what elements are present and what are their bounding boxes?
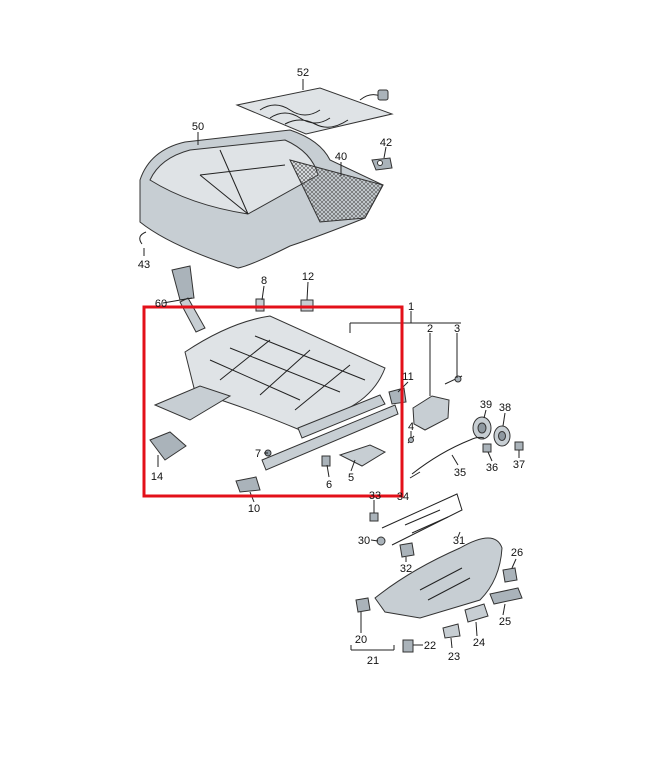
part-label-35: 35 <box>454 467 466 479</box>
part-label-26: 26 <box>511 547 523 559</box>
part-label-22: 22 <box>424 640 436 652</box>
part-34-cable-bracket <box>381 493 463 546</box>
part-2-motor <box>412 395 450 431</box>
part-label-1: 1 <box>408 301 414 313</box>
part-seat-frame <box>149 315 407 493</box>
part-label-21: 21 <box>367 655 379 667</box>
part-label-4: 4 <box>408 421 414 433</box>
part-label-52: 52 <box>297 67 309 79</box>
part-50-seat-cushion <box>139 129 384 269</box>
part-label-8: 8 <box>261 275 267 287</box>
highlight-box <box>142 305 404 498</box>
part-label-10: 10 <box>248 503 260 515</box>
part-label-36: 36 <box>486 462 498 474</box>
part-label-60: 60 <box>155 298 167 310</box>
part-label-5: 5 <box>348 472 354 484</box>
part-label-20: 20 <box>355 634 367 646</box>
part-20-clip <box>355 597 371 613</box>
part-42-clip <box>371 157 393 171</box>
part-31-side-trim <box>374 537 503 619</box>
leader-lines <box>143 79 520 651</box>
part-35-cable <box>409 436 485 479</box>
part-label-33: 33 <box>369 490 381 502</box>
part-33-clip <box>369 512 379 522</box>
part-26-clip <box>502 567 518 583</box>
part-label-30: 30 <box>358 535 370 547</box>
part-label-32: 32 <box>400 563 412 575</box>
part-39-knob <box>472 416 492 440</box>
part-36-clip <box>482 443 492 453</box>
part-label-31: 31 <box>453 535 465 547</box>
part-label-12: 12 <box>302 271 314 283</box>
part-30-clip <box>376 536 386 546</box>
part-label-25: 25 <box>499 616 511 628</box>
part-label-43: 43 <box>138 259 150 271</box>
part-label-24: 24 <box>473 637 485 649</box>
part-43-spring-clip <box>139 231 147 245</box>
part-37-clip <box>514 441 524 451</box>
part-24-cap <box>464 603 489 623</box>
part-label-37: 37 <box>513 459 525 471</box>
part-label-50: 50 <box>192 121 204 133</box>
part-23-cap <box>442 623 461 639</box>
part-label-34: 34 <box>397 491 409 503</box>
part-label-23: 23 <box>448 651 460 663</box>
part-label-6: 6 <box>326 479 332 491</box>
part-label-38: 38 <box>499 402 511 414</box>
part-8-bolt <box>255 298 265 312</box>
part-38-knob <box>493 425 511 447</box>
part-label-42: 42 <box>380 137 392 149</box>
part-22-bolt <box>402 639 414 653</box>
part-3-screw <box>444 375 463 385</box>
part-label-3: 3 <box>454 323 460 335</box>
part-labels: 52 50 42 40 43 60 8 12 1 2 3 11 4 39 38 … <box>138 67 525 667</box>
part-25-button <box>489 587 523 605</box>
part-52-heating-mat <box>235 87 394 135</box>
part-label-7: 7 <box>255 448 261 460</box>
part-32-clip <box>399 542 415 558</box>
part-label-11: 11 <box>402 371 413 383</box>
part-label-40: 40 <box>335 151 347 163</box>
part-label-14: 14 <box>151 471 163 483</box>
part-label-2: 2 <box>427 323 433 335</box>
part-label-39: 39 <box>480 399 492 411</box>
